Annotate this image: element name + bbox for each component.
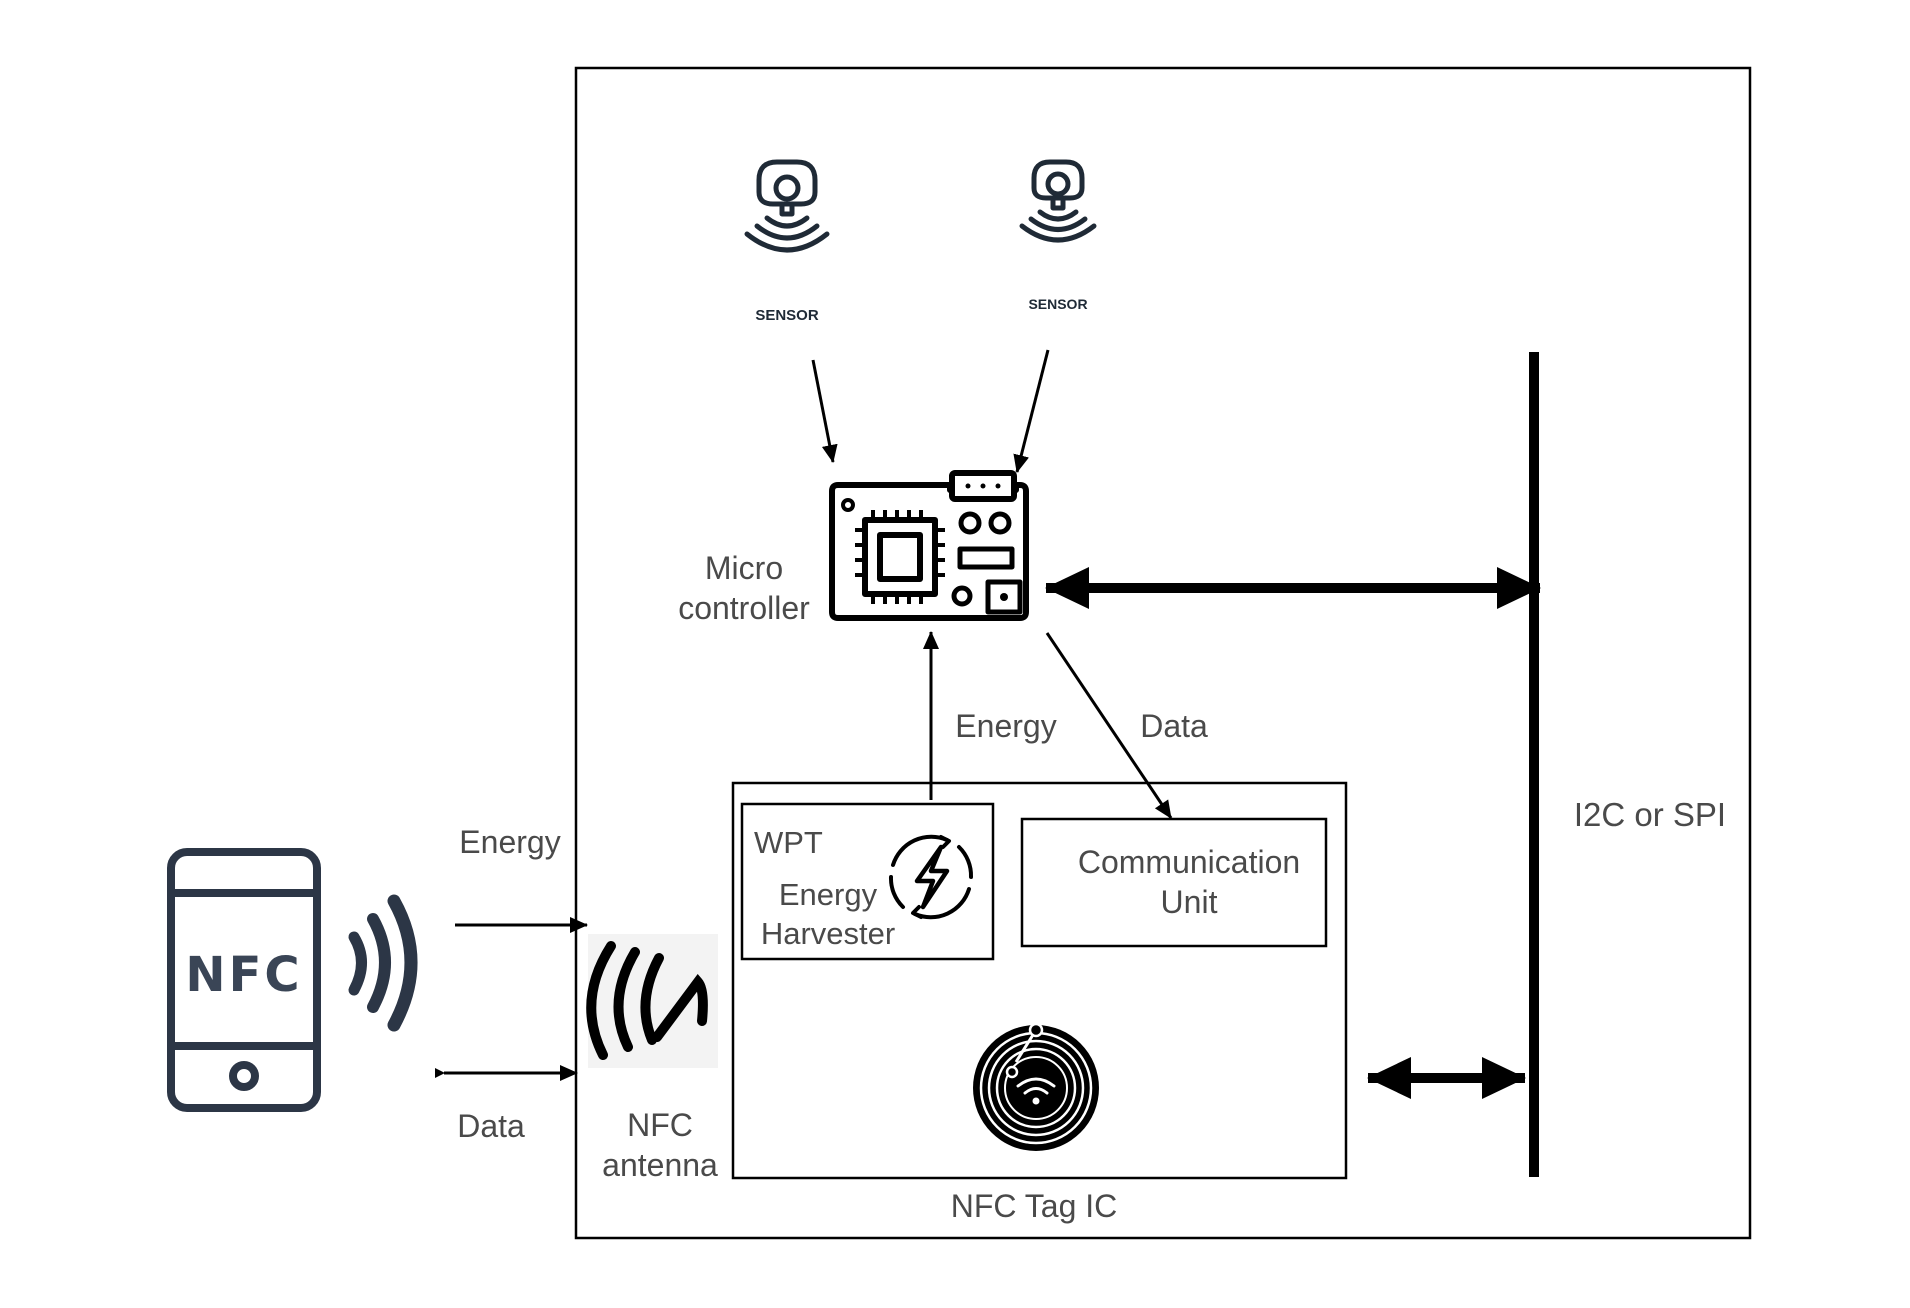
data-to-comm-arrow xyxy=(1045,632,1173,819)
sensor-icon xyxy=(744,159,830,253)
harvester-label-line2: Harvester xyxy=(761,916,895,951)
energy-internal-label: Energy xyxy=(955,708,1056,744)
sensor-1-arrow xyxy=(811,359,838,463)
harvester-label-line1: Energy xyxy=(779,877,878,912)
microcontroller-label-line1: Micro xyxy=(705,550,783,586)
phone-nfc-text: NFC xyxy=(185,947,302,1003)
energy-external-label: Energy xyxy=(459,824,560,860)
communication-unit-box xyxy=(1020,817,1328,948)
antenna-label-line1: NFC xyxy=(627,1107,693,1143)
bus-label: I2C or SPI xyxy=(1574,796,1726,833)
antenna-label-line2: antenna xyxy=(602,1147,718,1183)
nfc-antenna-icon xyxy=(586,941,708,1060)
nfc-phone-icon xyxy=(167,848,321,1112)
data-external-label: Data xyxy=(457,1108,525,1144)
sensor-1-label: SENSOR xyxy=(755,307,819,324)
wpt-label: WPT xyxy=(754,825,823,860)
microcontroller-label-line2: controller xyxy=(678,590,810,626)
comm-unit-label-line1: Communication xyxy=(1078,844,1300,880)
sensor-2-label: SENSOR xyxy=(1028,296,1087,312)
nfc-tag-ic-label: NFC Tag IC xyxy=(951,1188,1118,1224)
nfc-tag-chip-icon xyxy=(973,1022,1099,1151)
energy-harvester-box xyxy=(740,802,995,961)
data-internal-label: Data xyxy=(1140,708,1208,744)
wireless-waves-icon xyxy=(348,894,418,1032)
comm-unit-label-line2: Unit xyxy=(1161,884,1218,920)
device-boundary xyxy=(574,66,1752,1240)
microcontroller-board-icon xyxy=(829,470,1029,621)
sensor-2-arrow xyxy=(1013,349,1050,473)
nfc-tag-ic-box xyxy=(731,781,1348,1180)
energy-harvester-icon xyxy=(888,834,974,920)
sensor-icon xyxy=(1019,159,1097,243)
